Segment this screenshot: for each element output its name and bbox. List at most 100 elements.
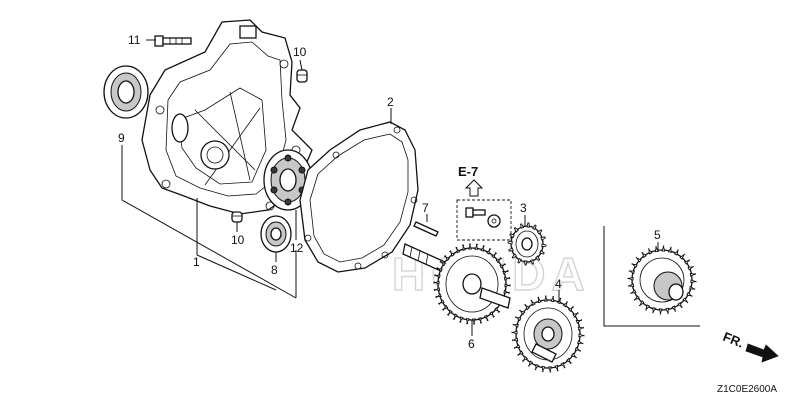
callout-3: 3 xyxy=(520,201,527,215)
front-label: FR. xyxy=(721,329,746,351)
gear-tooth xyxy=(443,254,451,262)
gear-tooth xyxy=(574,346,582,352)
callout-6: 6 xyxy=(468,337,475,351)
counter-shaft-gear xyxy=(402,243,511,325)
gear-tooth xyxy=(537,296,542,304)
gear-tooth xyxy=(489,311,495,318)
dowel-pin-upper xyxy=(296,69,308,83)
gear-tooth xyxy=(455,246,461,254)
gear-tooth xyxy=(572,311,579,318)
gear-tooth xyxy=(465,317,470,325)
callout-10-upper: 10 xyxy=(293,45,307,59)
gear-tooth xyxy=(540,236,546,241)
gear-tooth xyxy=(504,283,511,288)
up-arrow-icon xyxy=(464,179,484,197)
gear-tooth xyxy=(554,364,559,372)
callout-12: 12 xyxy=(290,241,304,255)
leader-lines xyxy=(121,39,659,336)
gear-tooth xyxy=(474,243,479,251)
gear-tooth xyxy=(499,263,507,269)
callout-1: 1 xyxy=(193,255,200,269)
gear-tooth xyxy=(541,243,547,248)
reference-label: E-7 xyxy=(458,164,478,179)
gear-tooth xyxy=(480,245,485,252)
gear-tooth xyxy=(511,337,519,342)
gear-tooth xyxy=(524,260,528,266)
gear-tooth xyxy=(673,249,680,256)
gear-tooth xyxy=(435,293,442,299)
gear-tooth xyxy=(493,306,501,314)
callout-11: 11 xyxy=(128,33,141,47)
gear-tooth xyxy=(578,333,585,338)
oil-seal xyxy=(103,65,149,119)
gear-tooth xyxy=(517,257,522,264)
dowel-pin-lower xyxy=(231,211,243,223)
gear-tooth xyxy=(434,273,441,279)
gear-tooth xyxy=(633,295,641,301)
gear-tooth xyxy=(433,280,440,285)
gear-tooth xyxy=(468,243,473,250)
gear-tooth xyxy=(461,244,467,251)
callout-2: 2 xyxy=(387,95,394,109)
callout-9: 9 xyxy=(118,131,125,145)
gear-tooth xyxy=(449,250,455,257)
gear-tooth xyxy=(511,330,518,335)
gear-tooth xyxy=(441,304,449,312)
callout-5: 5 xyxy=(654,228,661,242)
ball-bearing-small xyxy=(260,215,292,253)
gear-tooth xyxy=(544,295,549,302)
gear-tooth xyxy=(530,299,536,307)
gear-tooth xyxy=(524,303,531,311)
gear-tooth xyxy=(483,314,489,322)
gear-tooth xyxy=(539,249,545,255)
spring-pin xyxy=(413,221,439,237)
gear-tooth xyxy=(485,247,492,255)
gear-tooth xyxy=(514,316,522,322)
callout-8: 8 xyxy=(271,263,278,277)
gear-tooth xyxy=(562,301,569,308)
reference-e7: E-7 xyxy=(456,164,512,241)
gear-tooth xyxy=(526,222,530,228)
gear-tooth xyxy=(677,301,683,309)
gear-tooth xyxy=(641,251,647,259)
gear-tooth xyxy=(683,259,691,265)
gear-tooth xyxy=(547,366,552,373)
gear-tooth xyxy=(686,291,693,298)
gear-tooth xyxy=(535,255,541,262)
gear-tooth xyxy=(502,269,509,275)
gear-tooth xyxy=(452,313,459,321)
gear-tooth xyxy=(689,272,697,277)
gear-tooth xyxy=(433,287,441,292)
gear-tooth xyxy=(477,317,483,324)
gear-tooth xyxy=(471,318,476,325)
gear-tooth xyxy=(513,344,521,350)
gear-tooth xyxy=(638,300,645,307)
gear-tooth xyxy=(560,361,566,369)
gear-tooth xyxy=(534,363,540,371)
gear-tooth xyxy=(507,240,513,245)
intermediate-gear xyxy=(511,295,585,373)
gear-tooth xyxy=(647,248,653,255)
gear-tooth xyxy=(446,309,453,317)
final-gear-box xyxy=(603,226,700,327)
gear-tooth xyxy=(671,305,677,312)
gear-tooth xyxy=(665,307,670,315)
gear-tooth xyxy=(661,245,666,252)
gear-tooth xyxy=(503,289,510,295)
gear-tooth xyxy=(654,245,659,253)
gear-tooth xyxy=(577,326,585,331)
drawing-code: Z1C0E2600A xyxy=(717,384,777,395)
gear-tooth xyxy=(437,299,445,305)
gasket xyxy=(299,121,419,273)
gear-tooth xyxy=(635,256,642,263)
callout-4: 4 xyxy=(555,277,562,291)
gear-tooth xyxy=(567,305,575,313)
gear-tooth xyxy=(565,357,572,365)
gear-tooth xyxy=(679,253,686,260)
gear-tooth xyxy=(630,289,637,295)
gear-tooth xyxy=(652,307,657,314)
callout-10-lower: 10 xyxy=(231,233,245,247)
gear-tooth xyxy=(436,266,443,273)
gear-tooth xyxy=(495,256,503,264)
